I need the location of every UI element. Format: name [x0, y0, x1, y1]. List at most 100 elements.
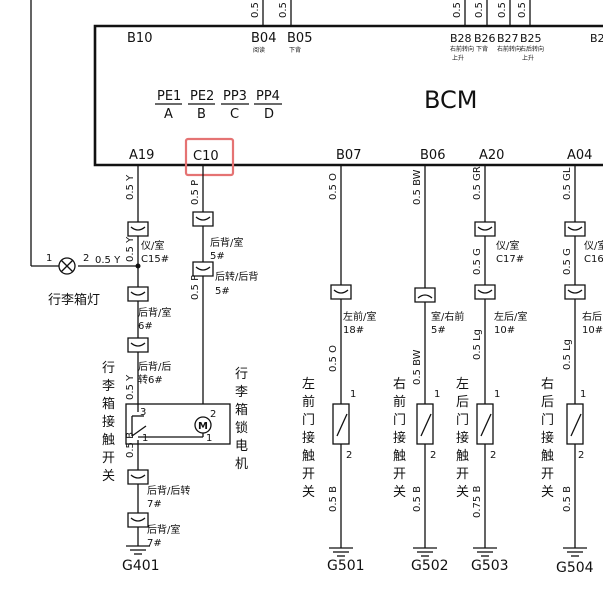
- rr-switch-label-2: 后: [541, 395, 554, 410]
- power-mode-pe1: PE1: [157, 89, 181, 104]
- rf-switch-label-6: 开: [393, 467, 406, 482]
- trunk-assembly-box: [125, 403, 231, 445]
- trunk-motor-label-1: 行: [235, 367, 248, 382]
- bcm-module: B10 B04 B05 B28 B26 B27 B25 B2 阅读 下背 右前转…: [93, 24, 603, 177]
- pin-a20: A20: [479, 148, 504, 163]
- pin-note-b27: 右前转向: [497, 45, 521, 53]
- lr-switch-label-2: 后: [456, 395, 469, 410]
- power-mode-b: B: [197, 107, 206, 122]
- lamp-pin-2: 2: [83, 253, 89, 264]
- pin-b06: B06: [420, 148, 445, 163]
- wire-label-a20-g: 0.75 B: [472, 486, 483, 518]
- rf-switch-label-7: 关: [393, 485, 406, 500]
- trunk-switch-label-3: 箱: [102, 396, 115, 412]
- wire-label-top-4: 0.5: [474, 2, 485, 18]
- wire-label-a19-c: 0.5 Y: [125, 374, 136, 400]
- lf-switch-label-6: 开: [302, 467, 315, 482]
- pin-b05: B05: [287, 31, 312, 46]
- rr-switch-label-7: 关: [541, 485, 554, 500]
- rf-door-switch-icon: [416, 403, 434, 445]
- ground-g504: G504: [556, 560, 594, 576]
- power-mode-pp3: PP3: [223, 89, 247, 104]
- wire-label-b07-b: 0.5 O: [328, 345, 339, 372]
- connector-c10a-id: 10#: [494, 325, 515, 336]
- connector-c7b-id: 7#: [147, 538, 162, 549]
- wire-label-b07: 0.5 O: [328, 173, 339, 200]
- connector-c6b-id: 转6#: [138, 373, 163, 386]
- connector-c5c-id: 5#: [431, 325, 446, 336]
- wire-label-lamp: 0.5 Y: [95, 255, 121, 266]
- wire-label-top-3: 0.5: [452, 2, 463, 18]
- pin-b04: B04: [251, 31, 276, 46]
- connector-c10a-name: 左后/室: [494, 310, 527, 323]
- rf-switch-label-3: 门: [393, 413, 406, 428]
- connector-c5c-name: 室/右前: [431, 310, 464, 323]
- connector-c18-id: 18#: [343, 325, 364, 336]
- pin-b28: B28: [450, 32, 472, 45]
- trunk-switch-label-6: 开: [102, 451, 115, 466]
- pin-note-b25: 右后转向: [520, 45, 544, 53]
- wire-label-a19-b: 0.5 Y: [125, 236, 136, 262]
- lf-switch-label-1: 左: [302, 377, 315, 392]
- lr-switch-pin-1: 1: [494, 389, 500, 400]
- rr-switch-label-5: 触: [541, 449, 554, 464]
- circuit-b07: 0.5 O 左前/室 18# 0.5 O 1 2 0.5 B G501 左 前 …: [302, 165, 376, 574]
- wire-label-b06-b: 0.5 BW: [412, 349, 423, 385]
- lr-switch-label-3: 门: [456, 413, 469, 428]
- lf-switch-label-2: 前: [302, 394, 315, 410]
- wire-label-a04: 0.5 GL: [562, 167, 573, 200]
- lf-switch-pin-2: 2: [346, 450, 352, 461]
- connector-c10b-id: 10#: [582, 325, 603, 336]
- rr-switch-label-6: 开: [541, 467, 554, 482]
- rr-switch-label-1: 右: [541, 377, 554, 392]
- trunk-switch-label-2: 李: [102, 379, 115, 394]
- circuit-a19: 0.5 Y 0.5 Y 仪/室 C15# 0.5 Y 2 1 行李箱灯 后背/室…: [30, 165, 190, 574]
- wire-label-a20-c: 0.5 Lg: [472, 329, 483, 360]
- rf-switch-label-4: 接: [393, 430, 406, 446]
- rf-switch-label-2: 前: [393, 394, 406, 410]
- pin-b10: B10: [127, 31, 152, 46]
- circuit-a04: 0.5 GL 仪/室 C16# 0.5 G 右后 10# 0.5 Lg 1 2 …: [541, 165, 603, 576]
- wire-label-a19-g1: 0.5 B: [125, 432, 136, 458]
- connector-c17-id: C17#: [496, 254, 524, 265]
- trunk-motor-label-4: 锁: [235, 420, 248, 436]
- ground-g502: G502: [411, 558, 449, 574]
- rr-switch-pin-1: 1: [580, 389, 586, 400]
- connector-c6-id: 6#: [138, 321, 153, 332]
- rf-switch-label-1: 右: [393, 377, 406, 392]
- wire-label-b06: 0.5 BW: [412, 169, 423, 205]
- lr-switch-label-5: 触: [456, 449, 469, 464]
- motor-pin-2: 2: [210, 409, 216, 420]
- ground-g401: G401: [122, 558, 160, 574]
- trunk-motor-label-2: 李: [235, 385, 248, 400]
- lf-switch-pin-1: 1: [350, 389, 356, 400]
- pin-a19: A19: [129, 148, 154, 163]
- power-mode-a: A: [164, 107, 173, 122]
- lr-switch-label-1: 左: [456, 377, 469, 392]
- connector-c18-name: 左前/室: [343, 310, 376, 323]
- connector-c15-name: 仪/室: [141, 239, 164, 252]
- highlight-box: [184, 137, 235, 177]
- trunk-switch-label-1: 行: [102, 361, 115, 376]
- trunk-switch-pin-1: 1: [142, 433, 148, 444]
- connector-c17-name: 仪/室: [496, 239, 519, 252]
- rr-switch-label-4: 接: [541, 430, 554, 446]
- pin-b27: B27: [497, 32, 519, 45]
- wire-label-a20-b: 0.5 G: [472, 248, 483, 275]
- trunk-switch-label-5: 触: [102, 433, 115, 448]
- lf-switch-label-7: 关: [302, 485, 315, 500]
- lr-switch-pin-2: 2: [490, 450, 496, 461]
- power-mode-c: C: [230, 107, 239, 122]
- pin-b07: B07: [336, 148, 361, 163]
- lf-switch-label-3: 门: [302, 413, 315, 428]
- lf-switch-label-4: 接: [302, 430, 315, 446]
- wire-label-top-2: 0.5: [278, 2, 289, 18]
- wire-label-top-5: 0.5: [497, 2, 508, 18]
- wire-label-c10-b: 0.5 P: [190, 275, 201, 300]
- rr-switch-label-3: 门: [541, 413, 554, 428]
- trunk-switch-pin-3: 3: [140, 407, 146, 418]
- rr-switch-pin-2: 2: [578, 450, 584, 461]
- pin-b26: B26: [474, 32, 496, 45]
- trunk-switch-label-4: 接: [102, 414, 115, 430]
